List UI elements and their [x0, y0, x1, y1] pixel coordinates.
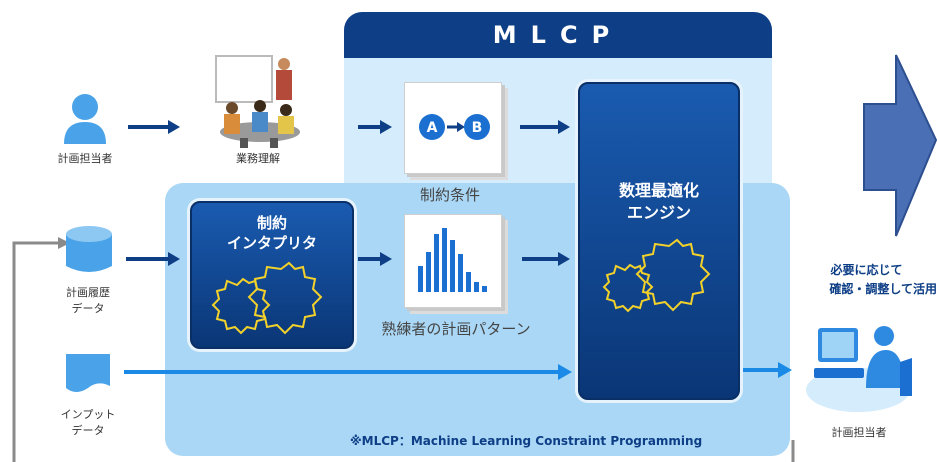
person-icon — [64, 94, 106, 144]
interpreter-title-2: インタプリタ — [226, 234, 317, 252]
history-data-label-2: データ — [71, 302, 105, 315]
document-icon — [66, 354, 110, 392]
optimization-engine-box: 数理最適化 エンジン — [578, 82, 740, 400]
navy-arrows — [126, 120, 570, 266]
mlcp-footnote: ※MLCP：Machine Learning Constraint Progra… — [350, 434, 703, 448]
gear-icon — [211, 261, 323, 335]
pattern-card — [404, 214, 502, 308]
engine-gear-icon — [602, 238, 711, 313]
planner-right-label: 計画担当者 — [831, 426, 887, 439]
mlcp-title: MLCP — [344, 12, 772, 58]
computer-user-illustration — [806, 326, 912, 412]
blue-arrows — [124, 362, 792, 380]
big-right-arrow — [863, 54, 937, 237]
business-understanding-label: 業務理解 — [236, 152, 280, 165]
ab-diagram: A B — [419, 114, 490, 140]
engine-title-2: エンジン — [626, 203, 691, 222]
database-icon — [66, 226, 112, 272]
constraint-interpreter-box: 制約 インタプリタ — [190, 201, 354, 349]
pattern-label: 熟練者の計画パターン — [381, 320, 531, 338]
history-data-label-1: 計画履歴 — [66, 286, 110, 299]
feedback-loop-line — [12, 241, 60, 462]
planner-top-label: 計画担当者 — [57, 152, 113, 165]
node-b: B — [472, 120, 483, 136]
meeting-illustration — [215, 55, 300, 148]
constraint-label: 制約条件 — [419, 186, 480, 204]
engine-title-1: 数理最適化 — [618, 181, 699, 200]
interpreter-title-1: 制約 — [256, 214, 287, 232]
feedback-arrowhead — [58, 237, 70, 249]
right-note-2: 確認・調整して活用 — [829, 282, 937, 296]
node-a: A — [427, 120, 438, 136]
input-data-label-1: インプット — [60, 408, 116, 421]
bar-pattern-icon — [418, 228, 487, 292]
right-note-1: 必要に応じて — [830, 263, 903, 277]
input-data-label-2: データ — [71, 424, 105, 437]
